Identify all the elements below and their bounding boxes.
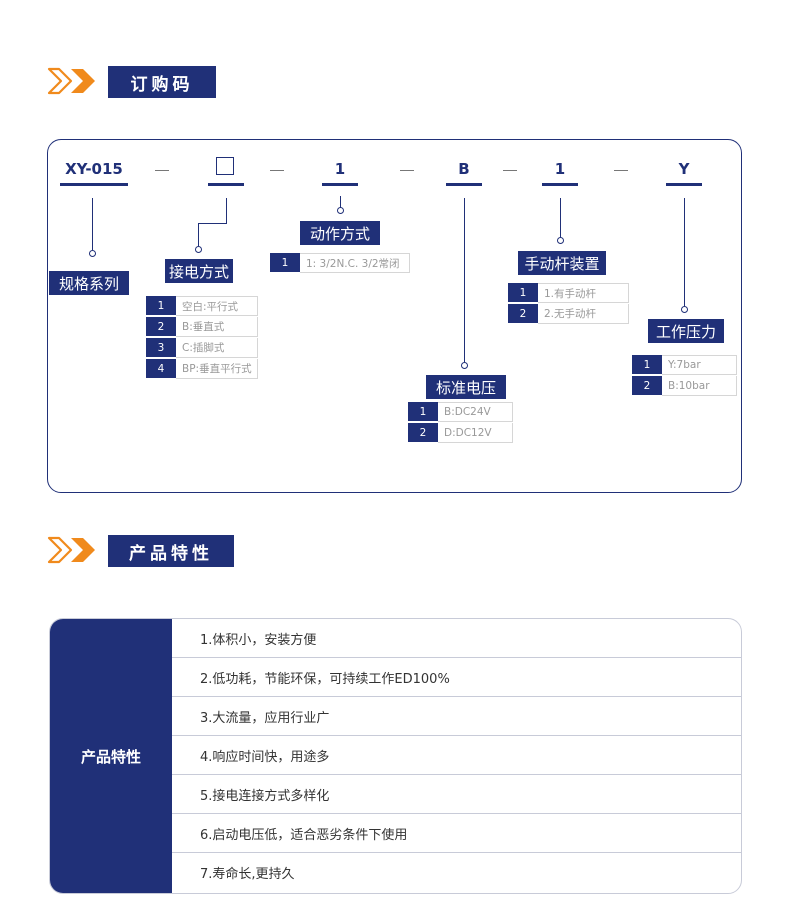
- section-title-features: 产品特性: [108, 535, 234, 567]
- separator-dash: [270, 170, 284, 171]
- order-code-panel: [47, 139, 742, 493]
- separator-dash: [400, 170, 414, 171]
- feature-row: 5.接电连接方式多样化: [172, 775, 741, 814]
- connector-dot: [337, 207, 344, 214]
- connector-line: [464, 198, 465, 362]
- connector-line: [340, 196, 341, 208]
- code-segment-series: XY-015: [65, 160, 123, 178]
- label-wiring: 接电方式: [165, 259, 233, 283]
- segment-underline: [322, 183, 358, 186]
- feature-row: 6.启动电压低，适合恶劣条件下使用: [172, 814, 741, 853]
- connector-line: [92, 198, 93, 250]
- label-series: 规格系列: [49, 271, 129, 295]
- code-segment-blank-box: [216, 157, 234, 175]
- section-title-order-code: 订购码: [108, 66, 216, 98]
- feature-row: 1.体积小，安装方便: [172, 619, 741, 658]
- code-segment-pressure: Y: [678, 160, 690, 178]
- label-manual: 手动杆装置: [518, 251, 606, 275]
- features-table: 产品特性 1.体积小，安装方便 2.低功耗，节能环保，可持续工作ED100% 3…: [49, 618, 742, 894]
- segment-underline: [666, 183, 702, 186]
- label-voltage: 标准电压: [426, 375, 506, 399]
- separator-dash: [614, 170, 628, 171]
- segment-underline: [542, 183, 578, 186]
- code-segment-voltage: B: [458, 160, 470, 178]
- connector-dot: [89, 250, 96, 257]
- segment-underline: [446, 183, 482, 186]
- feature-row: 7.寿命长,更持久: [200, 867, 295, 882]
- label-action: 动作方式: [300, 221, 380, 245]
- separator-dash: [155, 170, 169, 171]
- feature-row: 2.低功耗，节能环保，可持续工作ED100%: [172, 658, 741, 697]
- label-pressure: 工作压力: [648, 319, 724, 343]
- chevron-arrows-icon: [47, 67, 95, 95]
- separator-dash: [503, 170, 517, 171]
- connector-dot: [557, 237, 564, 244]
- code-segment-manual: 1: [554, 160, 566, 178]
- connector-dot: [195, 246, 202, 253]
- chevron-arrows-icon: [47, 536, 95, 564]
- code-segment-action: 1: [334, 160, 346, 178]
- segment-underline: [60, 183, 128, 186]
- connector-line: [560, 198, 561, 237]
- connector-line: [198, 223, 227, 224]
- connector-line: [226, 198, 227, 224]
- features-header-cell: 产品特性: [50, 619, 172, 893]
- connector-line: [684, 198, 685, 306]
- segment-underline: [208, 183, 244, 186]
- connector-dot: [681, 306, 688, 313]
- feature-row: 3.大流量，应用行业广: [172, 697, 741, 736]
- feature-row: 4.响应时间快，用途多: [172, 736, 741, 775]
- connector-dot: [461, 362, 468, 369]
- connector-line: [198, 223, 199, 246]
